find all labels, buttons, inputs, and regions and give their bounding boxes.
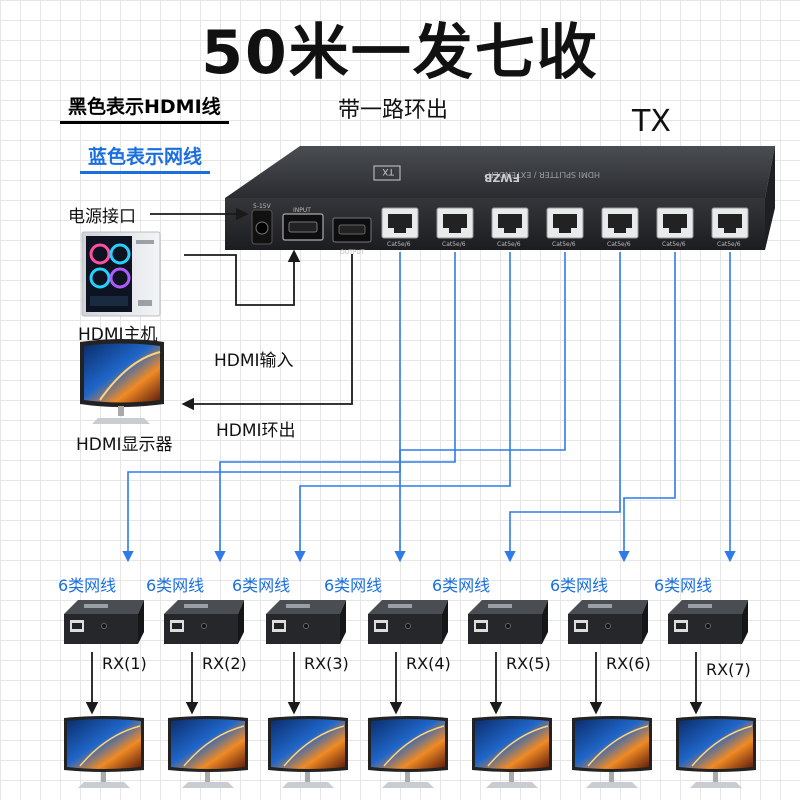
network-cable-2	[214, 252, 456, 563]
network-cable-1	[122, 252, 401, 563]
rj45-port-label: Cat5e/6	[497, 241, 521, 248]
device-badge-frame	[373, 165, 401, 181]
rx-unit-5	[468, 600, 552, 788]
rx-display-1	[64, 716, 144, 788]
power-port-text: 5-15V	[253, 203, 272, 210]
rx-cable-label-3: 6类网线	[232, 576, 291, 595]
rj45-port-7: Cat5e/6	[711, 207, 749, 248]
rx-id-label-2: RX(2)	[202, 654, 247, 673]
rx-cable-label-2: 6类网线	[146, 576, 205, 595]
rx-id-label-6: RX(6)	[606, 654, 651, 673]
rx-display-3	[268, 716, 348, 788]
rj45-port-label: Cat5e/6	[717, 241, 741, 248]
rj45-port-5: Cat5e/6	[601, 207, 639, 248]
rj45-port-6: Cat5e/6	[656, 207, 694, 248]
rj45-port-label: Cat5e/6	[607, 241, 631, 248]
hdmi-display-label: HDMI显示器	[76, 435, 173, 455]
rj45-port-label: Cat5e/6	[662, 241, 686, 248]
network-wiring	[122, 252, 736, 563]
rx-unit-2	[164, 600, 248, 788]
network-cable-4	[394, 252, 566, 563]
rx-unit-3	[266, 600, 348, 788]
rx-display-2	[168, 716, 248, 788]
hdmi-output-port-text: OUTPUT	[340, 249, 365, 256]
hdmi-loop-out-label: HDMI环出	[216, 421, 296, 441]
device-model-text: HDMI SPLITTER / EXTENDER	[488, 170, 600, 179]
rj45-port-label: Cat5e/6	[552, 241, 576, 248]
hdmi-wiring	[150, 207, 353, 411]
legend-hdmi-line: 黑色表示HDMI线	[60, 90, 229, 124]
rx-display-5	[472, 716, 552, 788]
rj45-port-label: Cat5e/6	[442, 241, 466, 248]
device-badge-text: TX	[382, 166, 395, 176]
rj45-port-1: Cat5e/6	[381, 207, 419, 248]
rx-unit-1	[64, 600, 144, 788]
rx-display-7	[676, 716, 756, 788]
hdmi-host-pc	[81, 231, 161, 317]
hdmi-display-monitor	[80, 339, 164, 424]
rx-unit-4	[368, 600, 448, 788]
network-cable-6	[618, 252, 676, 563]
rx-cable-label-6: 6类网线	[550, 576, 609, 595]
tx-label: TX	[632, 104, 671, 139]
device-top-panel	[225, 146, 775, 198]
hdmi-loop-out-line	[181, 254, 353, 411]
loop-out-note: 带一路环出	[338, 98, 449, 123]
hdmi-input-port-text: INPUT	[293, 207, 311, 214]
network-cable-5	[504, 252, 621, 563]
hdmi-input-label: HDMI输入	[214, 351, 294, 371]
rj45-port-4: Cat5e/6	[546, 207, 584, 248]
page-title: 50米一发七收	[201, 18, 599, 88]
rx-id-label-3: RX(3)	[304, 654, 349, 673]
rx-cable-label-1: 6类网线	[58, 576, 117, 595]
power-port-label: 电源接口	[68, 207, 136, 227]
network-cable-3	[294, 252, 511, 563]
rx-cable-label-4: 6类网线	[324, 576, 383, 595]
rx-id-label-7: RX(7)	[706, 660, 751, 679]
rx-id-label-4: RX(4)	[406, 654, 451, 673]
rj45-port-label: Cat5e/6	[387, 241, 411, 248]
rj45-port-2: Cat5e/6	[436, 207, 474, 248]
rj45-port-3: Cat5e/6	[491, 207, 529, 248]
rx-unit-6	[568, 600, 652, 788]
rx-cable-label-5: 6类网线	[432, 576, 491, 595]
rx-display-6	[572, 716, 652, 788]
rx-display-4	[368, 716, 448, 788]
rx-unit-7	[668, 600, 756, 788]
hdmi-input-line	[184, 249, 301, 306]
legend-network-line: 蓝色表示网线	[80, 140, 211, 174]
rx-cable-label-7: 6类网线	[654, 576, 713, 595]
tx-splitter-device: HDMI SPLITTER / EXTENDER FWZB TX 5-15V I…	[225, 146, 775, 256]
device-brand-text: FWZB	[484, 171, 520, 184]
rx-id-label-1: RX(1)	[102, 654, 147, 673]
rx-id-label-5: RX(5)	[506, 654, 551, 673]
receiver-units	[64, 600, 756, 788]
